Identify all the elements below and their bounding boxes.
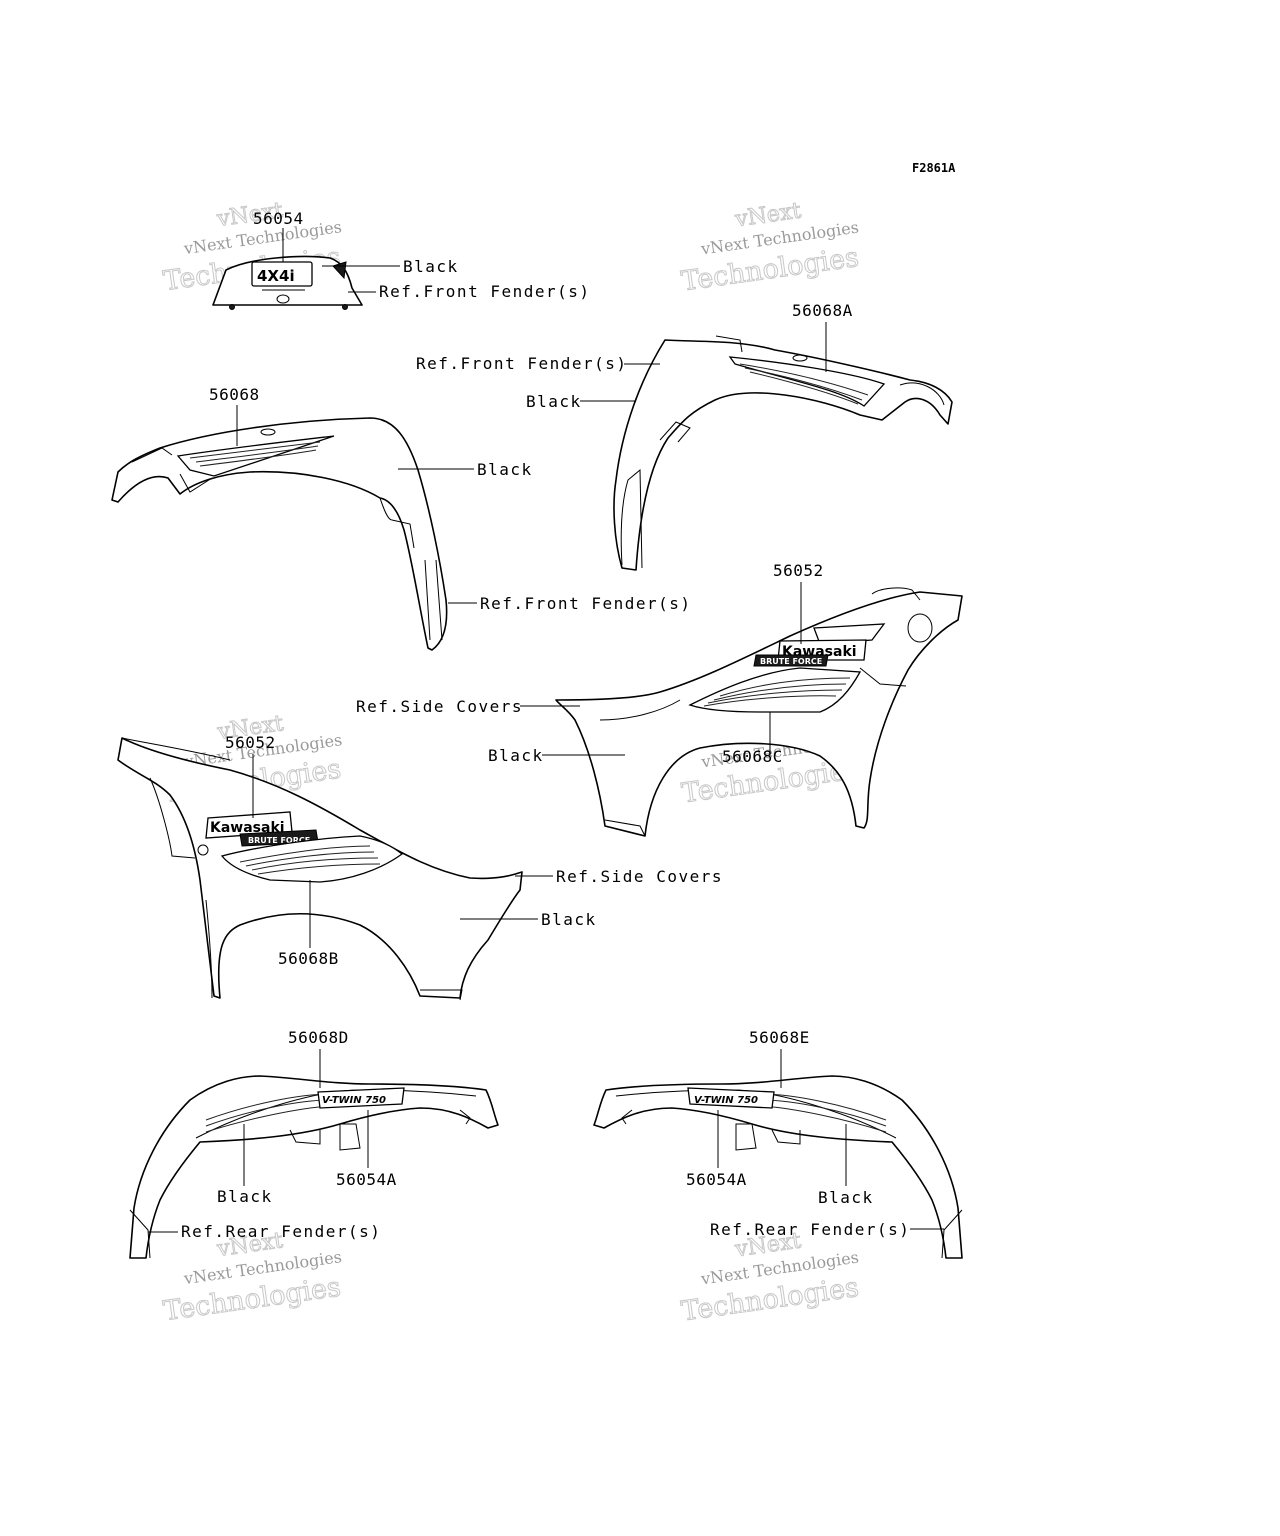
note-black-left-front: Black <box>477 460 533 479</box>
decal-brute-force-right-text: BRUTE FORCE <box>760 657 822 666</box>
diagram-code: F2861A <box>912 161 956 175</box>
note-black-right-rear: Black <box>818 1188 874 1207</box>
watermark-top-right: vNext vNext Technologies Technologies <box>679 198 861 298</box>
note-ref-side-covers-left: Ref.Side Covers <box>556 867 723 886</box>
note-ref-rear-fender-right: Ref.Rear Fender(s) <box>710 1220 910 1239</box>
left-rear-fender: V-TWIN 750 <box>129 1075 499 1259</box>
note-black-right-side: Black <box>488 746 544 765</box>
front-fender-nose-panel: 4X4i <box>212 255 363 310</box>
decal-v-twin-right: V-TWIN 750 <box>687 1087 775 1109</box>
part-number-56068a: 56068A <box>792 301 853 320</box>
right-rear-fender: V-TWIN 750 <box>593 1075 963 1259</box>
left-front-fender <box>111 417 448 651</box>
decal-brute-force-right: BRUTE FORCE <box>753 654 829 667</box>
note-ref-front-fender-left: Ref.Front Fender(s) <box>480 594 692 613</box>
right-side-cover: Kawasaki BRUTE FORCE <box>555 587 963 837</box>
part-number-56054a-left: 56054A <box>336 1170 397 1189</box>
decal-v-twin-right-text: V-TWIN 750 <box>694 1095 758 1106</box>
note-ref-front-fender-nose: Ref.Front Fender(s) <box>379 282 591 301</box>
note-black-right-front: Black <box>526 392 582 411</box>
decal-4x4i-text: 4X4i <box>257 267 295 285</box>
decal-kawasaki-left-text: Kawasaki <box>210 820 285 836</box>
part-number-56068b: 56068B <box>278 949 339 968</box>
decal-v-twin-left-text: V-TWIN 750 <box>322 1095 386 1106</box>
part-number-56052-right: 56052 <box>773 561 824 580</box>
part-number-56054a-right: 56054A <box>686 1170 747 1189</box>
decal-4x4i: 4X4i <box>251 261 313 291</box>
note-black-nose: Black <box>403 257 459 276</box>
part-number-56052-left: 56052 <box>225 733 276 752</box>
part-number-56068c: 56068C <box>722 747 783 766</box>
note-ref-rear-fender-left: Ref.Rear Fender(s) <box>181 1222 381 1241</box>
note-black-left-rear: Black <box>217 1187 273 1206</box>
part-number-56068d: 56068D <box>288 1028 349 1047</box>
decal-v-twin-left: V-TWIN 750 <box>317 1087 405 1109</box>
note-ref-front-fender-right: Ref.Front Fender(s) <box>416 354 628 373</box>
part-number-56068: 56068 <box>209 385 260 404</box>
note-black-left-side: Black <box>541 910 597 929</box>
part-number-56054: 56054 <box>253 209 304 228</box>
part-number-56068e: 56068E <box>749 1028 810 1047</box>
decal-brute-force-left-text: BRUTE FORCE <box>248 836 310 845</box>
note-ref-side-covers-right: Ref.Side Covers <box>356 697 523 716</box>
left-side-cover: Kawasaki BRUTE FORCE <box>117 737 523 1001</box>
right-front-fender <box>613 335 953 571</box>
